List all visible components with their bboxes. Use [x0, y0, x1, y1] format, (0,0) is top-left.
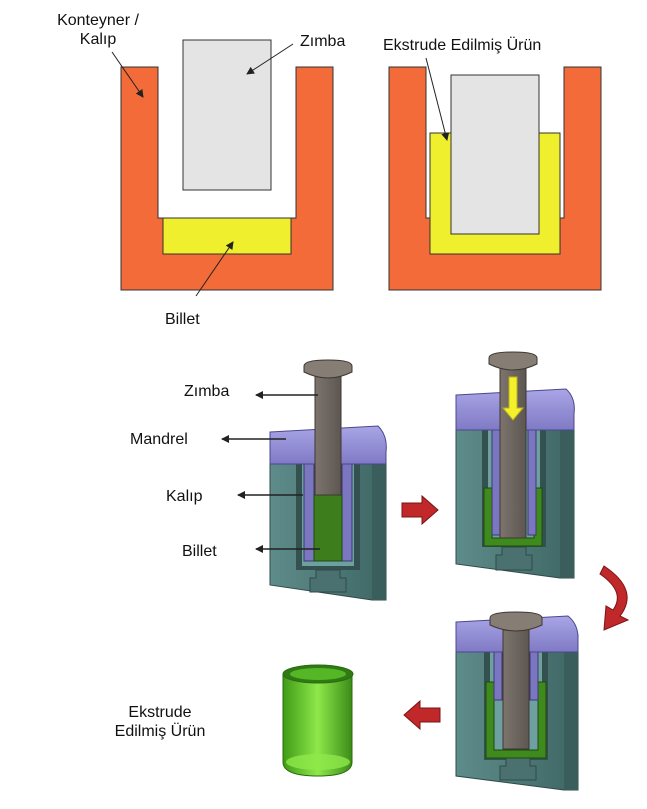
billet-1 — [313, 494, 343, 562]
top-right-assembly — [388, 66, 602, 291]
billet-left — [162, 217, 292, 255]
bottom-leader-lines — [221, 391, 320, 553]
bottom-assembly-2 — [455, 351, 575, 579]
label-mandrel: Mandrel — [130, 431, 188, 448]
label-product-top: Ekstrude Edilmiş Ürün — [383, 37, 542, 54]
punch-1-rod — [314, 371, 342, 496]
curved-arrow-icon — [599, 565, 630, 631]
extruded-cup — [282, 664, 354, 777]
label-product-bottom-line2: Edilmiş Ürün — [114, 723, 206, 740]
mandrel-1-right-wall — [341, 452, 353, 562]
label-container: Konteyner / Kalıp — [48, 11, 148, 49]
label-product-bottom: Ekstrude Edilmiş Ürün — [100, 703, 220, 741]
bottom-assembly-1 — [269, 359, 387, 601]
mandrel-1-left-wall — [303, 452, 315, 562]
label-billet-top: Billet — [165, 311, 200, 328]
arrow-right-icon — [401, 494, 439, 526]
label-billet-bottom: Billet — [182, 543, 217, 560]
punch-2-head — [488, 351, 538, 371]
punch-1-head — [303, 359, 353, 379]
top-leader-lines — [111, 43, 450, 297]
punch-3-head — [489, 611, 543, 632]
label-punch-bottom: Zımba — [184, 383, 230, 400]
label-die: Kalıp — [166, 488, 203, 505]
punch-right — [450, 74, 540, 235]
bottom-assembly-3 — [455, 611, 579, 791]
down-arrow-icon — [501, 376, 525, 421]
label-product-bottom-line1: Ekstrude — [128, 704, 192, 721]
punch-left — [182, 39, 272, 191]
label-punch-top: Zımba — [300, 33, 346, 50]
label-container-line2: Kalıp — [79, 31, 117, 48]
label-container-line1: Konteyner / — [57, 12, 139, 29]
punch-3-rod — [502, 624, 530, 750]
arrow-left-icon — [403, 699, 441, 731]
top-left-assembly — [120, 39, 334, 291]
